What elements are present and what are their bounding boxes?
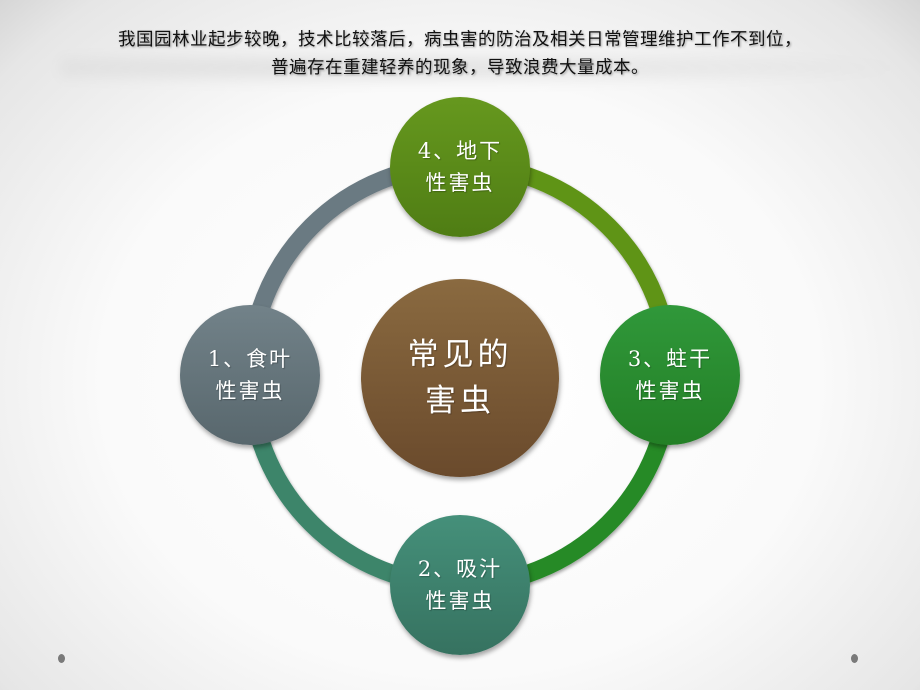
slide-marker-right-dot xyxy=(851,654,858,663)
header-line-1: 我国园林业起步较晚，技术比较落后，病虫害的防治及相关日常管理维护工作不到位， xyxy=(118,30,802,50)
center-node-common-pests: 常见的 害虫 xyxy=(361,279,559,477)
slide-marker-left-dot xyxy=(58,654,65,663)
node-leaf-eating-pests: 1、食叶 性害虫 xyxy=(180,305,320,445)
header-text: 我国园林业起步较晚，技术比较落后，病虫害的防治及相关日常管理维护工作不到位， 普… xyxy=(0,26,920,82)
node-2-line-2: 性害虫 xyxy=(425,589,495,613)
node-underground-pests: 4、地下 性害虫 xyxy=(390,97,530,237)
node-4-line-1: 4、地下 xyxy=(417,139,503,163)
node-2-line-1: 2、吸汁 xyxy=(417,557,503,581)
node-sap-sucking-pests: 2、吸汁 性害虫 xyxy=(390,515,530,655)
center-label-line-2: 害虫 xyxy=(425,383,495,419)
header-line-2: 普遍存在重建轻养的现象，导致浪费大量成本。 xyxy=(271,58,649,78)
header-shadow-band xyxy=(60,50,920,86)
node-stem-boring-pests: 3、蛀干 性害虫 xyxy=(600,305,740,445)
node-3-line-1: 3、蛀干 xyxy=(627,347,713,371)
node-3-line-2: 性害虫 xyxy=(635,379,705,403)
center-label-line-1: 常见的 xyxy=(407,337,513,373)
node-4-line-2: 性害虫 xyxy=(425,171,495,195)
node-1-line-2: 性害虫 xyxy=(215,379,285,403)
node-1-line-1: 1、食叶 xyxy=(207,347,293,371)
